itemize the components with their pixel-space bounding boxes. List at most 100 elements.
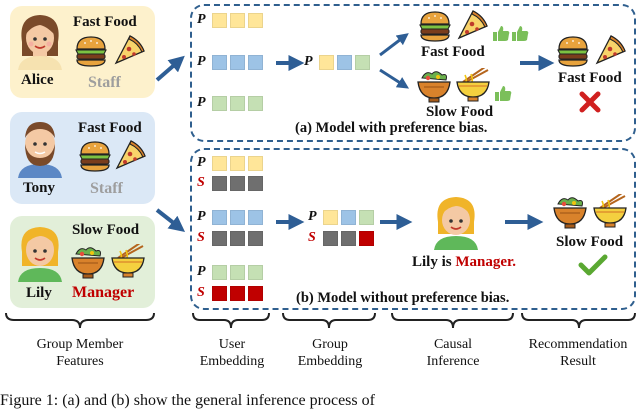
b-user1-p-label: P <box>197 155 206 170</box>
a-user2-square-1 <box>212 55 227 70</box>
b-user3-s-square-3 <box>248 286 263 301</box>
a-result-food: Fast Food <box>558 70 622 86</box>
b-user1-s-label: S <box>197 175 205 190</box>
b-user1-s-square-3 <box>248 176 263 191</box>
b-user2-p-square-3 <box>248 210 263 225</box>
footer-user-embedding: User Embedding <box>199 337 265 369</box>
panel-a-caption: (a) Model with preference bias. <box>295 120 488 136</box>
footer-group-embedding: Group Embedding <box>297 337 363 369</box>
a-thumbs-up-icon-3 <box>495 86 512 101</box>
figure-caption-fragment: Figure 1: (a) and (b) show the general i… <box>0 392 375 409</box>
a-user1-square-1 <box>212 13 227 28</box>
a-thumbs-up-icon-1 <box>493 26 510 41</box>
b-user2-p-square-1 <box>212 210 227 225</box>
arrow-a-to-slowfood <box>379 68 410 89</box>
b-causal-prefix: Lily is <box>412 254 456 270</box>
b-group-s-label: S <box>308 230 316 245</box>
b-causal-text: Lily is Manager. <box>412 254 516 271</box>
a-user3-p-label: P <box>197 95 206 110</box>
b-group-p-label: P <box>308 209 317 224</box>
b-result-salad-icon <box>553 197 587 229</box>
a-group-square-1 <box>319 55 334 70</box>
b-causal-role: Manager. <box>455 254 517 270</box>
member-role-alice: Staff <box>88 74 121 91</box>
brace-user-embedding <box>192 312 270 329</box>
brace-recommendation <box>521 312 636 329</box>
tony-avatar-icon <box>18 122 62 178</box>
member-role-lily: Manager <box>72 284 135 301</box>
member-name-alice: Alice <box>21 72 54 88</box>
arrow-members-to-b <box>155 208 186 232</box>
b-user1-s-square-2 <box>230 176 245 191</box>
b-lily-avatar-icon <box>434 197 478 250</box>
b-user3-p-square-2 <box>230 265 245 280</box>
b-user3-p-square-1 <box>212 265 227 280</box>
member-name-lily: Lily <box>26 285 52 301</box>
brace-group-member <box>5 312 155 329</box>
a-result-pizza-icon <box>596 35 626 64</box>
a-mid-burger-icon <box>419 11 451 42</box>
brace-group-embedding <box>282 312 376 329</box>
b-check-icon <box>578 254 608 276</box>
arrow-a-to-fastfood <box>379 33 409 57</box>
brace-causal-inference <box>391 312 514 329</box>
a-user3-square-3 <box>248 96 263 111</box>
b-result-food: Slow Food <box>556 234 624 250</box>
b-user1-p-square-2 <box>230 156 245 171</box>
a-group-square-3 <box>355 55 370 70</box>
b-user2-p-label: P <box>197 209 206 224</box>
b-result-noodle-icon <box>593 194 627 228</box>
b-group-p-square-1 <box>323 210 338 225</box>
a-user3-square-1 <box>212 96 227 111</box>
b-user3-s-square-2 <box>230 286 245 301</box>
footer-group-member-features: Group Member Features <box>36 337 124 369</box>
b-user3-p-label: P <box>197 264 206 279</box>
b-user3-s-label: S <box>197 285 205 300</box>
b-group-s-square-2 <box>341 231 356 246</box>
b-group-p-square-2 <box>341 210 356 225</box>
a-mid-food-top: Fast Food <box>421 44 485 60</box>
a-mid-noodle-icon <box>456 68 490 102</box>
a-user2-p-label: P <box>197 54 206 69</box>
member-role-tony: Staff <box>90 180 123 197</box>
footer-braces <box>5 312 636 329</box>
arrow-members-to-a <box>155 55 185 82</box>
a-mid-pizza-icon <box>458 10 488 39</box>
a-mid-food-bottom: Slow Food <box>426 104 494 120</box>
b-user3-s-square-1 <box>212 286 227 301</box>
alice-avatar-icon <box>18 15 62 70</box>
b-user3-p-square-3 <box>248 265 263 280</box>
b-user2-s-square-2 <box>230 231 245 246</box>
footer-causal-inference: Causal Inference <box>426 337 480 369</box>
b-user2-s-label: S <box>197 230 205 245</box>
a-user1-p-label: P <box>197 12 206 27</box>
a-user3-square-2 <box>230 96 245 111</box>
b-group-p-square-3 <box>359 210 374 225</box>
panel-b-caption: (b) Model without preference bias. <box>296 290 510 306</box>
member-food-tony: Fast Food <box>78 120 142 136</box>
b-user2-p-square-2 <box>230 210 245 225</box>
a-user2-square-3 <box>248 55 263 70</box>
b-user1-p-square-3 <box>248 156 263 171</box>
b-group-s-square-1 <box>323 231 338 246</box>
a-result-burger-icon <box>557 36 589 67</box>
a-group-square-2 <box>337 55 352 70</box>
a-group-p-label: P <box>304 54 313 69</box>
member-food-lily: Slow Food <box>72 222 140 238</box>
member-name-tony: Tony <box>23 180 55 196</box>
panel-a-border <box>190 4 636 142</box>
b-group-s-square-3 <box>359 231 374 246</box>
b-user2-s-square-3 <box>248 231 263 246</box>
panel-b-border <box>190 148 636 310</box>
a-user1-square-3 <box>248 13 263 28</box>
b-user2-s-square-1 <box>212 231 227 246</box>
member-food-alice: Fast Food <box>73 14 137 30</box>
footer-recommendation-result: Recommendation Result <box>528 337 628 369</box>
a-thumbs-up-icon-2 <box>512 26 529 41</box>
a-user1-square-2 <box>230 13 245 28</box>
a-user2-square-2 <box>230 55 245 70</box>
b-user1-s-square-1 <box>212 176 227 191</box>
a-cross-icon <box>579 91 601 113</box>
lily-avatar-icon <box>18 227 62 282</box>
